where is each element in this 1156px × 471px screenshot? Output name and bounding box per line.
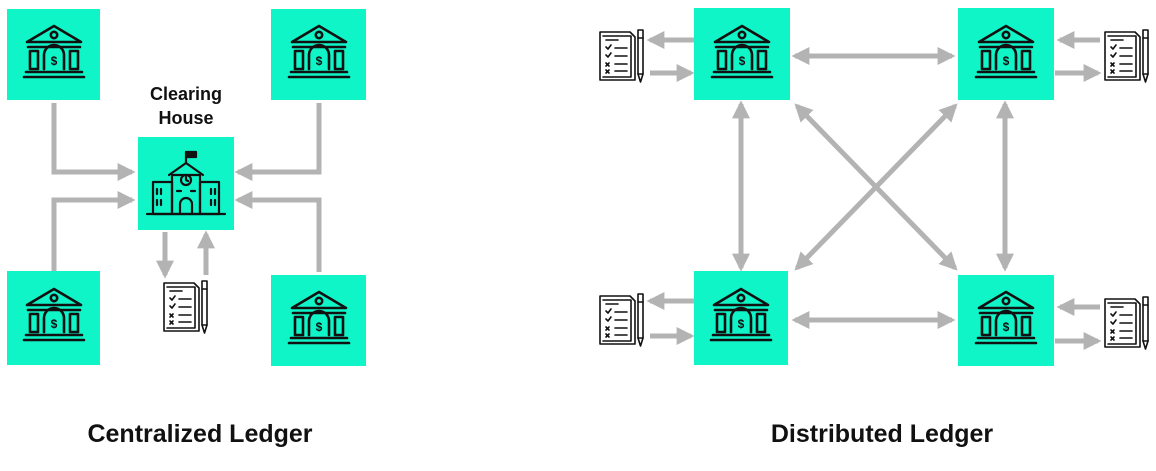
clearing-house-label-line2: House: [158, 108, 214, 128]
distributed-ledger-caption: Distributed Ledger: [770, 420, 994, 448]
bank-node-bottom-right: [271, 275, 366, 366]
distributed-ledger: [599, 8, 1149, 366]
document-checklist-pen-icon: [1104, 29, 1149, 83]
bank-node-top-left: [7, 9, 100, 100]
arrow-top-left-to-hub: [51, 103, 136, 181]
centralized-ledger-caption: Centralized Ledger: [87, 420, 313, 448]
centralized-ledger: [7, 9, 366, 366]
bank-node-bottom-right: [958, 275, 1054, 366]
clearing-house-node: [138, 137, 234, 230]
bank-node-top-left: [694, 8, 790, 100]
bank-node-top-right: [958, 8, 1054, 100]
arrow-top-right-to-hub: [234, 103, 322, 181]
clearing-house-label: Clearing House: [126, 82, 246, 130]
bank-node-bottom-left: [694, 271, 788, 365]
arrow-bottom-left-to-hub: [51, 191, 136, 272]
centralized-arrows: [51, 103, 322, 279]
document-checklist-pen-icon: [599, 293, 644, 347]
clearing-house-label-line1: Clearing: [149, 84, 223, 104]
arrow-bottom-right-to-hub: [234, 191, 322, 272]
document-checklist-pen-icon: [599, 29, 644, 83]
arrow-diagonal-tr-bl: [794, 103, 958, 271]
distributed-arrows: [646, 31, 1102, 350]
bank-node-top-right: [271, 9, 366, 100]
document-checklist-pen-icon: [1104, 296, 1149, 350]
document-checklist-pen-icon: [163, 280, 208, 334]
bank-node-bottom-left: [7, 271, 100, 365]
school-building-icon: [145, 150, 227, 216]
